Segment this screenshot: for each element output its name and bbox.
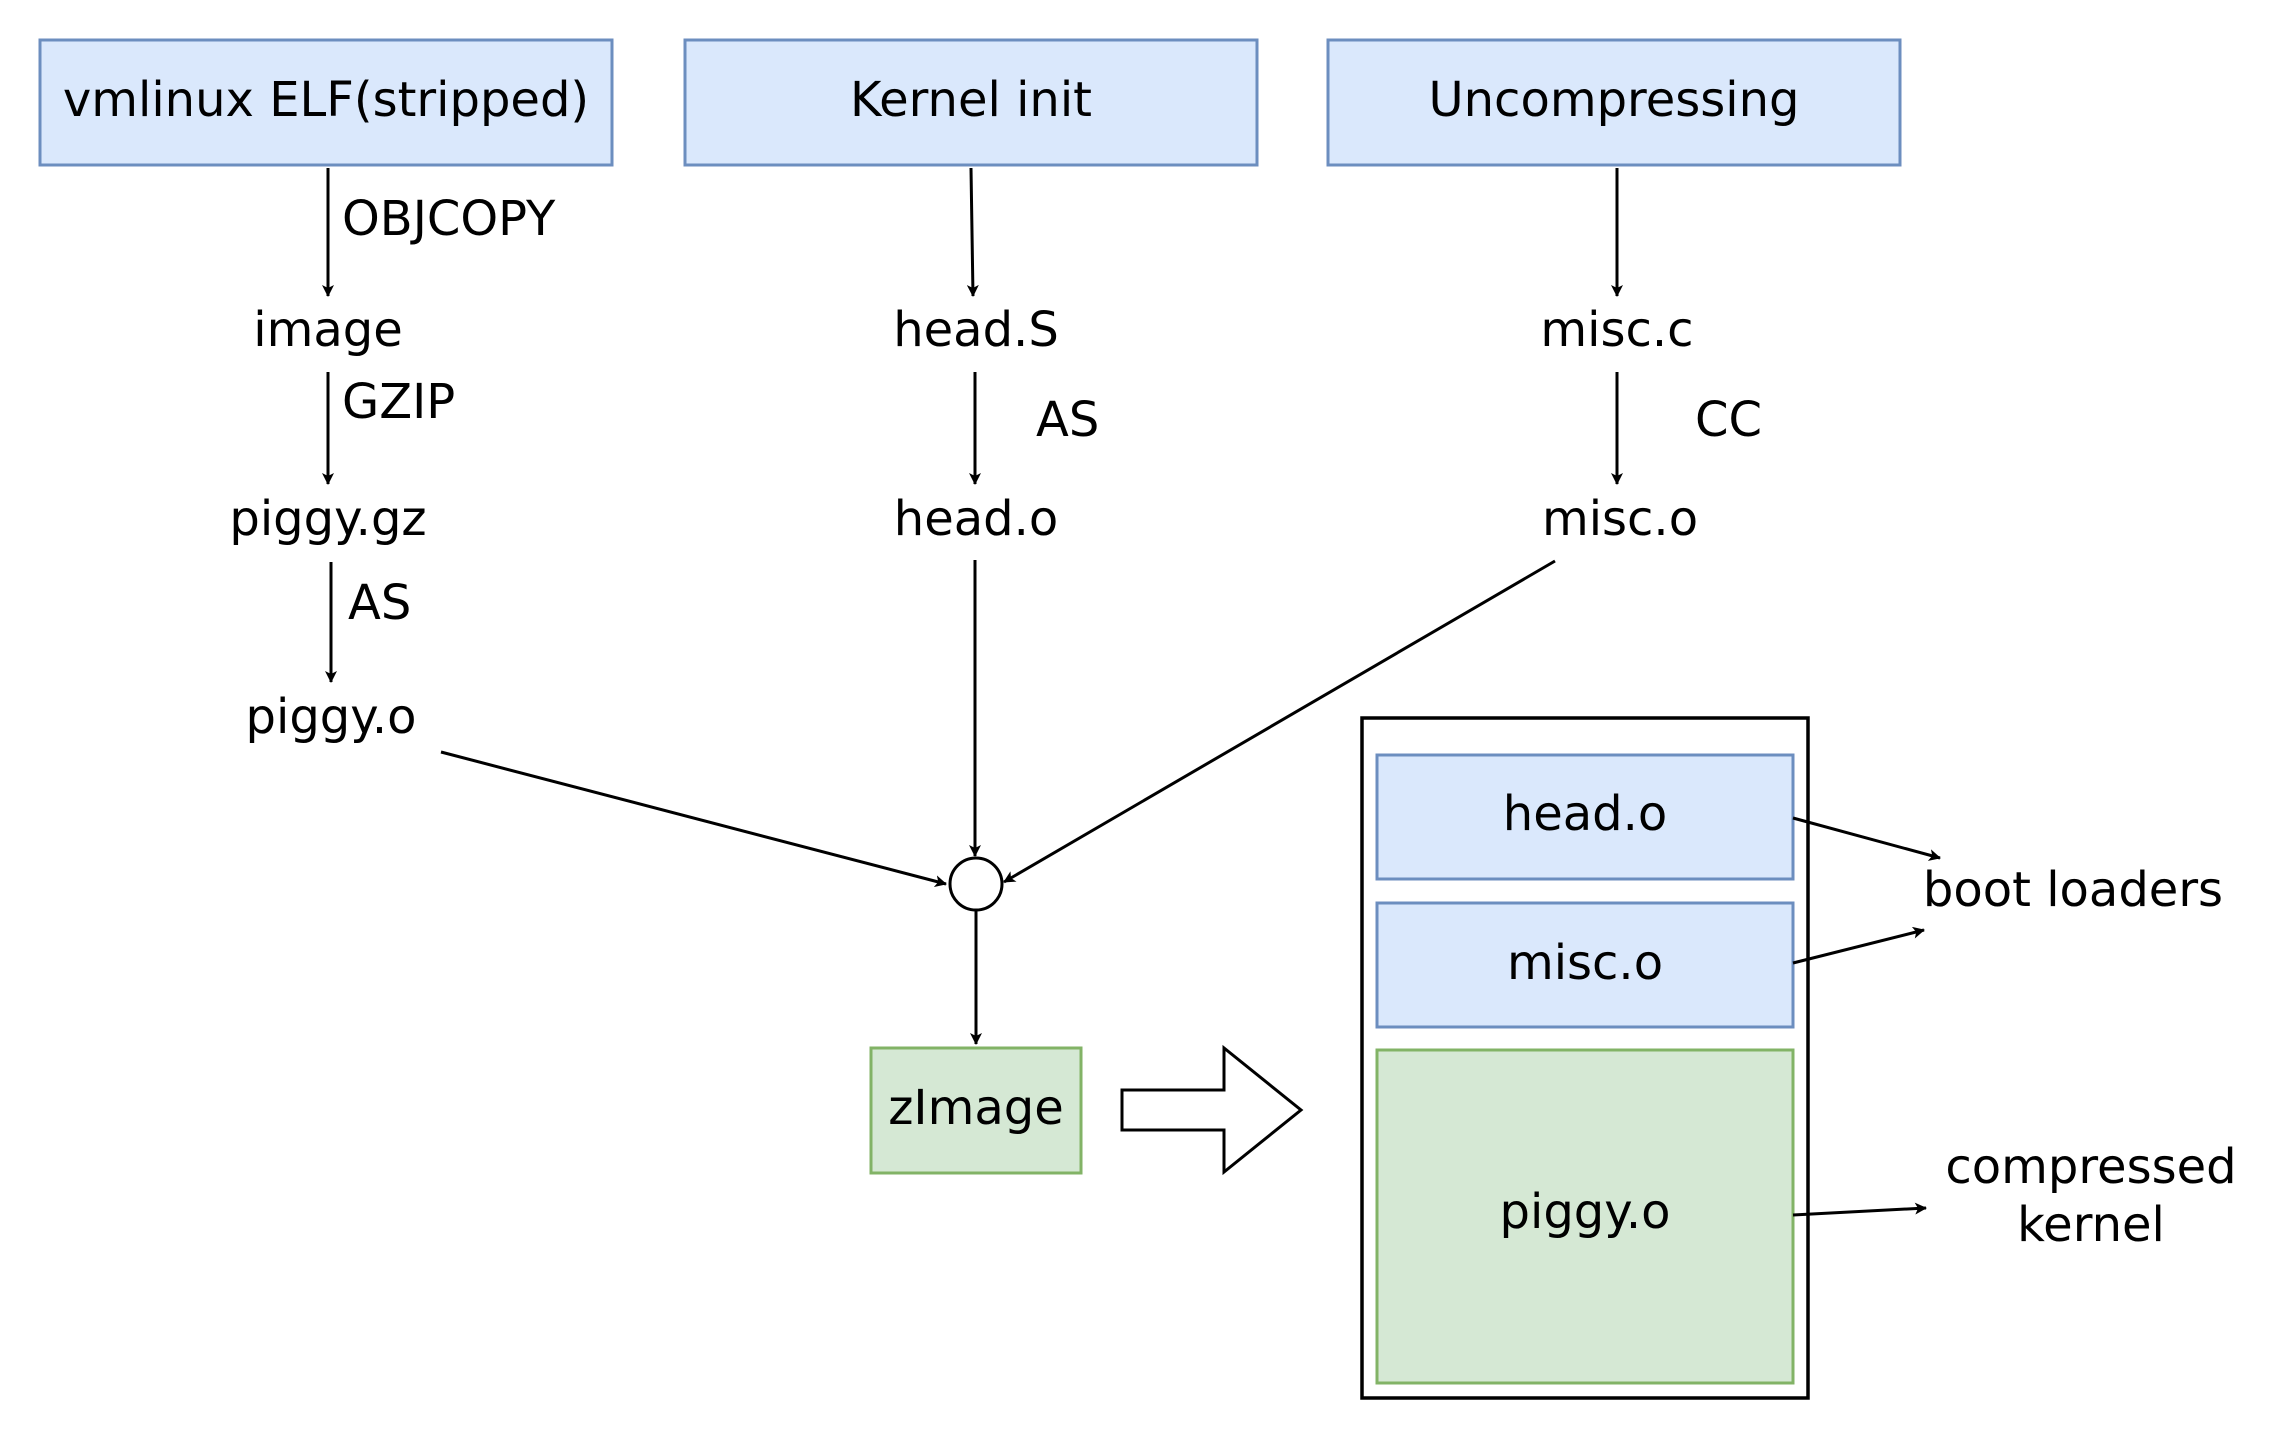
misc-o-node[interactable]: misc.o — [1542, 491, 1698, 547]
layout-piggy-o-segment[interactable]: piggy.o — [1375, 1048, 1795, 1385]
piggy-to-link-edge — [440, 750, 947, 888]
head-s-node[interactable]: head.S — [893, 302, 1059, 358]
misc-c-node[interactable]: misc.c — [1540, 302, 1693, 358]
layout-misc-o-segment[interactable]: misc.o — [1375, 901, 1795, 1029]
compressed-kernel-label-line2: kernel — [2017, 1197, 2165, 1253]
uncompressing-header-node[interactable]: Uncompressing — [1326, 38, 1902, 167]
kernel-init-edge — [966, 167, 979, 297]
compressed-kernel-label-line1: compressed — [1945, 1139, 2236, 1195]
misc-o-to-boot-loaders-edge — [1792, 926, 1925, 965]
zimage-node[interactable]: zImage — [869, 1046, 1083, 1175]
piggy-o-to-compressed-edge — [1792, 1202, 1927, 1217]
image-node[interactable]: image — [253, 302, 403, 358]
head-o-node[interactable]: head.o — [894, 491, 1058, 547]
piggy-o-node[interactable]: piggy.o — [246, 689, 417, 745]
gzip-edge-label: GZIP — [342, 374, 455, 430]
link-junction — [948, 856, 1004, 912]
expand-block-arrow — [1120, 1044, 1304, 1176]
layout-piggy-o-label: piggy.o — [1500, 1184, 1671, 1240]
head-o-to-boot-loaders-edge — [1792, 816, 1941, 861]
misc-to-link-edge — [1003, 559, 1556, 884]
boot-loaders-label: boot loaders — [1923, 862, 2223, 918]
piggy-gz-node[interactable]: piggy.gz — [229, 491, 426, 547]
vmlinux-header-node[interactable]: vmlinux ELF(stripped) — [38, 38, 614, 167]
kernel-init-header-label: Kernel init — [850, 72, 1092, 128]
vmlinux-header-label: vmlinux ELF(stripped) — [63, 72, 589, 128]
layout-head-o-segment[interactable]: head.o — [1375, 753, 1795, 881]
objcopy-edge-label: OBJCOPY — [342, 191, 556, 247]
piggy-as-edge-label: AS — [348, 575, 411, 631]
misc-cc-edge-label: CC — [1695, 392, 1762, 448]
kernel-init-header-node[interactable]: Kernel init — [683, 38, 1259, 167]
zimage-label: zImage — [888, 1080, 1064, 1136]
uncompressing-header-label: Uncompressing — [1429, 72, 1800, 128]
layout-head-o-label: head.o — [1503, 786, 1667, 842]
layout-misc-o-label: misc.o — [1507, 935, 1663, 991]
head-as-edge-label: AS — [1036, 392, 1099, 448]
